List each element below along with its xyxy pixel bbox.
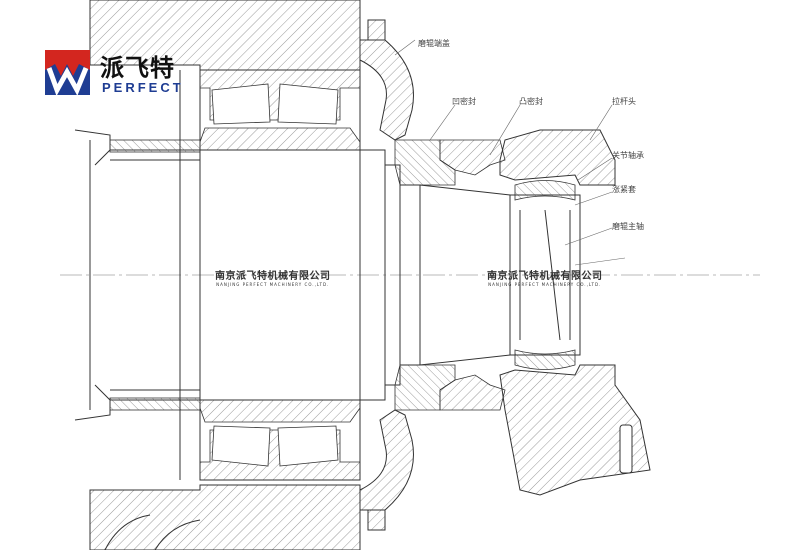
watermark-company-en: NANJING PERFECT MACHINERY CO.,LTD. [216, 282, 330, 287]
watermark-right: 南京派飞特机械有限公司 NANJING PERFECT MACHINERY CO… [487, 267, 603, 287]
label-end-cover: 磨辊端盖 [418, 39, 450, 48]
joint-bearing-top [514, 180, 576, 201]
shaft-thread-bottom [109, 397, 201, 411]
joint-bearing-bottom [514, 349, 576, 370]
roller-housing-bottom [89, 484, 386, 550]
label-roller-shaft: 磨辊主轴 [612, 222, 644, 231]
convex-seal-bottom [439, 374, 506, 411]
watermark-left: 南京派飞特机械有限公司 NANJING PERFECT MACHINERY CO… [215, 267, 331, 287]
roller-tyre-bottom-left [104, 514, 151, 550]
watermark-company-cn: 南京派飞特机械有限公司 [215, 271, 331, 282]
label-joint-bearing: 关节轴承 [612, 151, 644, 160]
brand-name-en: PERFECT [102, 80, 184, 95]
brand-name-cn: 派飞特 [100, 54, 175, 82]
shaft-thread-top [109, 139, 201, 153]
swing-arm-head-top [499, 129, 616, 186]
swing-arm-body-bottom [499, 364, 651, 496]
end-cover-bottom [359, 409, 414, 511]
roller-tyre-bottom-right [154, 519, 201, 550]
company-logo-mark [45, 50, 90, 97]
label-concave-seal: 凹密封 [452, 97, 476, 106]
leader-lines [394, 39, 626, 266]
watermark-company-en: NANJING PERFECT MACHINERY CO.,LTD. [488, 282, 602, 287]
watermark-company-cn: 南京派飞特机械有限公司 [487, 271, 603, 282]
convex-seal-top [439, 139, 506, 176]
shaft-left [74, 129, 201, 421]
label-swing-arm: 拉杆头 [612, 97, 636, 106]
main-shaft-core [419, 184, 581, 366]
end-cover-top [359, 39, 414, 141]
bearing-rollers-bottom [211, 425, 339, 467]
swing-arm-slot [619, 424, 633, 474]
label-tight-sleeve: 涨紧套 [612, 185, 636, 194]
label-convex-seal: 凸密封 [519, 97, 543, 106]
bearing-rollers-top [211, 83, 339, 125]
